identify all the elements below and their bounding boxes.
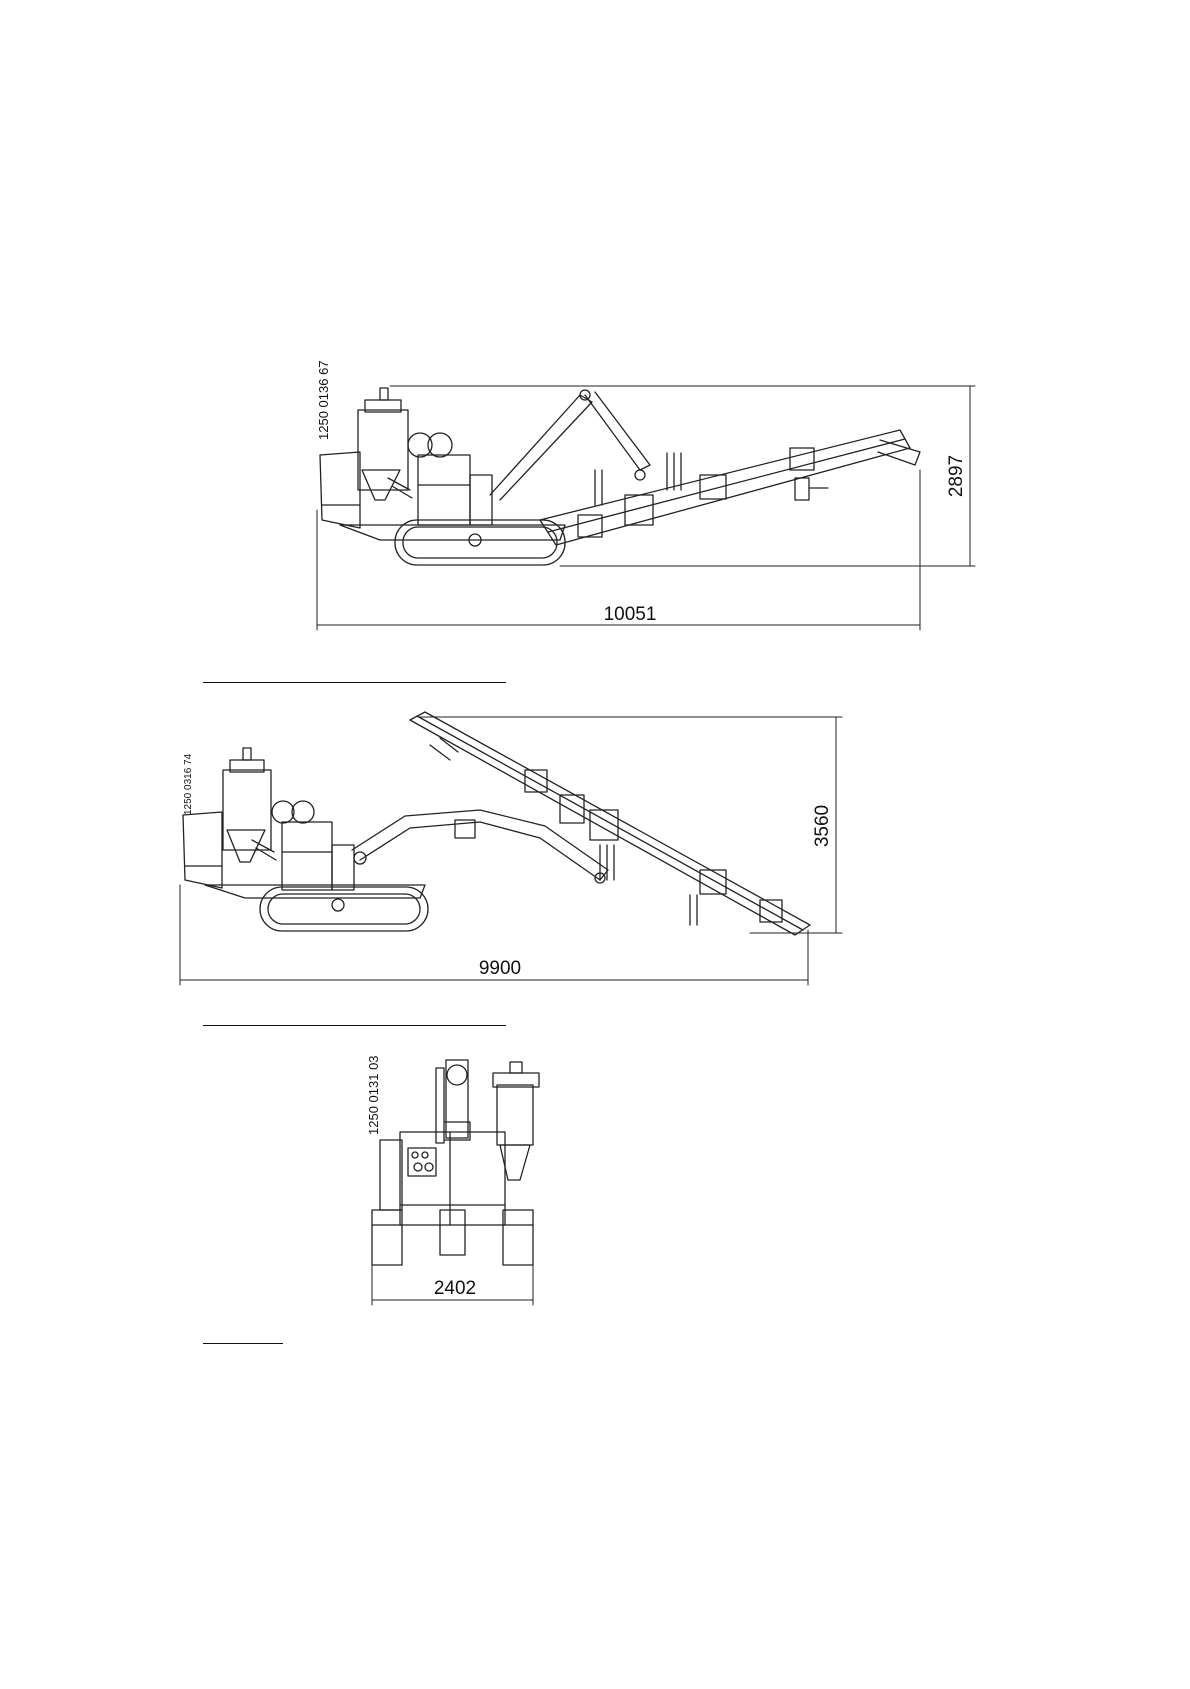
view-1-drawing-number: 1250 0136 67 <box>316 360 331 440</box>
view-2-height-dimension: 3560 <box>812 805 833 847</box>
view-2-dimension-lines <box>180 717 842 985</box>
view-3-machine-outline <box>372 1060 539 1265</box>
view-3-front-elevation: 1250 0131 03 2402 <box>366 1055 539 1305</box>
separator-rule-2 <box>203 1025 506 1026</box>
view-3-drawing-number: 1250 0131 03 <box>366 1055 381 1135</box>
view-3-width-dimension: 2402 <box>434 1278 476 1299</box>
view-2-drawing-number: 1250 0316 74 <box>183 753 194 815</box>
view-1-height-dimension: 2897 <box>946 455 967 497</box>
view-1-dimension-lines <box>317 386 975 630</box>
view-2-side-elevation: 1250 0316 74 9900 3560 <box>180 712 842 985</box>
separator-rule-3 <box>203 1343 283 1344</box>
view-1-side-elevation: 1250 0136 67 10051 2897 <box>316 360 975 630</box>
view-2-length-dimension: 9900 <box>479 958 521 979</box>
view-1-length-dimension: 10051 <box>604 604 657 625</box>
view-1-machine-outline <box>320 388 920 565</box>
separator-rule-1 <box>203 682 506 683</box>
view-2-machine-outline <box>183 712 810 935</box>
